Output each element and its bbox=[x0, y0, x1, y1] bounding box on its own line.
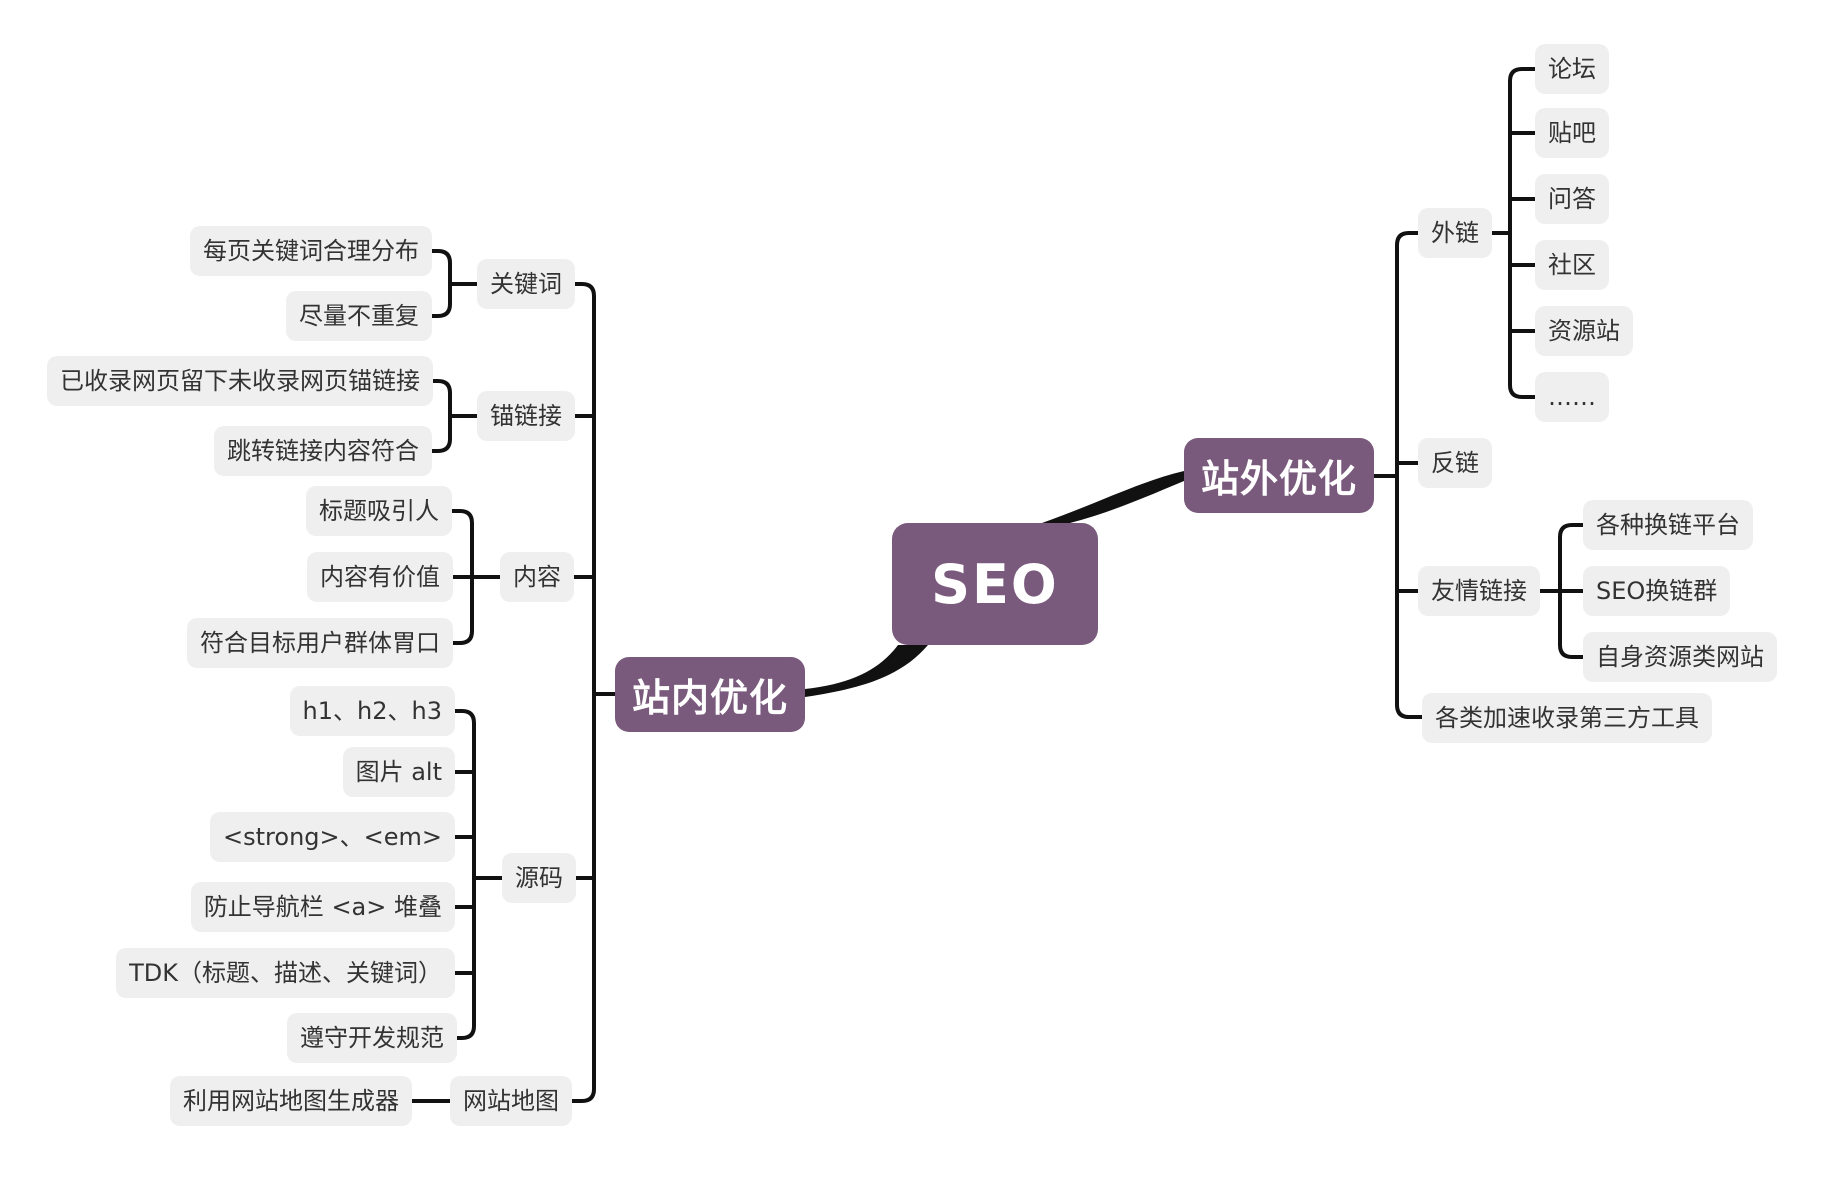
node-backlinks[interactable]: 反链 bbox=[1418, 438, 1492, 488]
node-external-item-1[interactable]: 论坛 bbox=[1535, 44, 1609, 94]
root-to-offsite-curve bbox=[1042, 471, 1184, 523]
node-keywords-item-2[interactable]: 尽量不重复 bbox=[286, 291, 432, 341]
root-to-onsite-curve bbox=[805, 645, 928, 697]
node-external-item-5[interactable]: 资源站 bbox=[1535, 306, 1633, 356]
node-seo-root[interactable]: SEO bbox=[892, 523, 1098, 645]
node-onsite-optimization[interactable]: 站内优化 bbox=[615, 657, 805, 732]
node-offsite-optimization[interactable]: 站外优化 bbox=[1184, 438, 1374, 513]
node-content[interactable]: 内容 bbox=[500, 552, 574, 602]
node-indexing-tools[interactable]: 各类加速收录第三方工具 bbox=[1422, 693, 1712, 743]
source-bracket bbox=[453, 709, 476, 1040]
node-anchor-links[interactable]: 锚链接 bbox=[477, 391, 575, 441]
node-friendlinks-item-1[interactable]: 各种换链平台 bbox=[1583, 500, 1753, 550]
node-source-item-6[interactable]: 遵守开发规范 bbox=[287, 1013, 457, 1063]
node-sitemap[interactable]: 网站地图 bbox=[450, 1076, 572, 1126]
node-friend-links[interactable]: 友情链接 bbox=[1418, 566, 1540, 616]
node-anchor-item-1[interactable]: 已收录网页留下未收录网页锚链接 bbox=[47, 356, 433, 406]
node-external-item-3[interactable]: 问答 bbox=[1535, 174, 1609, 224]
node-source-item-3[interactable]: <strong>、<em> bbox=[210, 812, 455, 862]
anchor-bracket bbox=[430, 379, 452, 453]
node-source-item-4[interactable]: 防止导航栏 <a> 堆叠 bbox=[190, 882, 455, 932]
node-source-code[interactable]: 源码 bbox=[502, 853, 576, 903]
node-friendlinks-item-3[interactable]: 自身资源类网站 bbox=[1583, 632, 1777, 682]
node-external-item-ellipsis[interactable]: …… bbox=[1535, 372, 1609, 422]
keywords-bracket bbox=[430, 249, 452, 318]
node-external-item-4[interactable]: 社区 bbox=[1535, 240, 1609, 290]
node-content-item-1[interactable]: 标题吸引人 bbox=[306, 486, 452, 536]
node-content-item-2[interactable]: 内容有价值 bbox=[307, 552, 453, 602]
node-sitemap-item-1[interactable]: 利用网站地图生成器 bbox=[170, 1076, 412, 1126]
node-source-item-5[interactable]: TDK（标题、描述、关键词） bbox=[116, 948, 455, 998]
node-source-item-2[interactable]: 图片 alt bbox=[342, 747, 455, 797]
node-keywords[interactable]: 关键词 bbox=[477, 259, 575, 309]
node-external-item-2[interactable]: 贴吧 bbox=[1535, 108, 1609, 158]
node-friendlinks-item-2[interactable]: SEO换链群 bbox=[1583, 566, 1731, 616]
node-external-links[interactable]: 外链 bbox=[1418, 208, 1492, 258]
node-source-item-1[interactable]: h1、h2、h3 bbox=[289, 686, 455, 736]
root-branch-curves bbox=[805, 471, 1184, 697]
node-anchor-item-2[interactable]: 跳转链接内容符合 bbox=[214, 426, 432, 476]
external-bracket bbox=[1508, 67, 1537, 399]
node-keywords-item-1[interactable]: 每页关键词合理分布 bbox=[190, 226, 432, 276]
node-content-item-3[interactable]: 符合目标用户群体胃口 bbox=[187, 618, 453, 668]
connector-lines bbox=[410, 67, 1585, 1103]
